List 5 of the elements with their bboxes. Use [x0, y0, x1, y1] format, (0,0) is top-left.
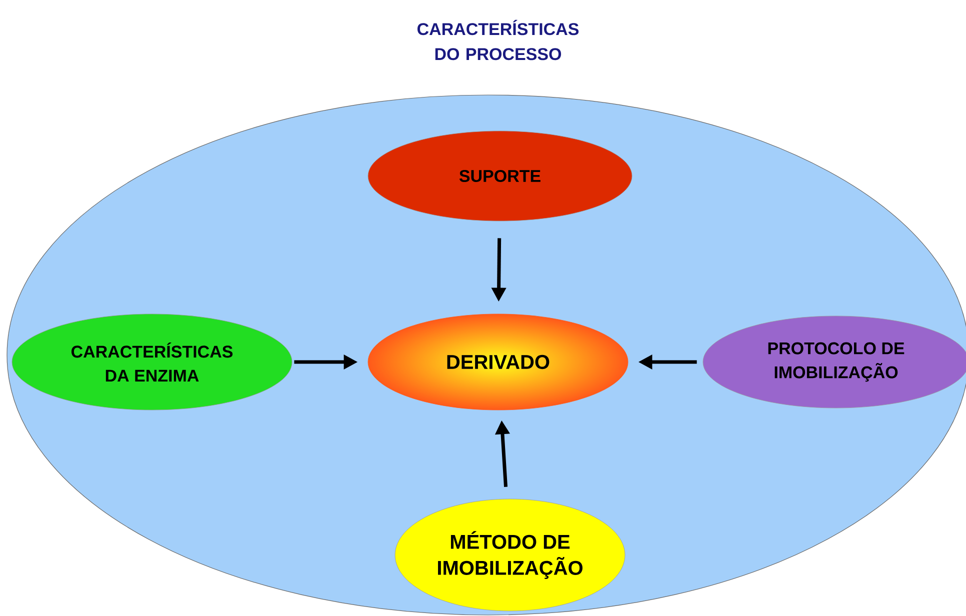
ellipse-node: MÉTODO DE IMOBILIZAÇÃO: [394, 498, 626, 612]
ellipse-node: CARACTERÍSTICAS DA ENZIMA: [12, 314, 292, 410]
ellipse-node: PROTOCOLO DE IMOBILIZAÇÃO: [702, 316, 966, 408]
title: CARACTERÍSTICAS DO PROCESSO: [417, 20, 579, 60]
ellipse-node: SUPORTE: [368, 130, 632, 222]
